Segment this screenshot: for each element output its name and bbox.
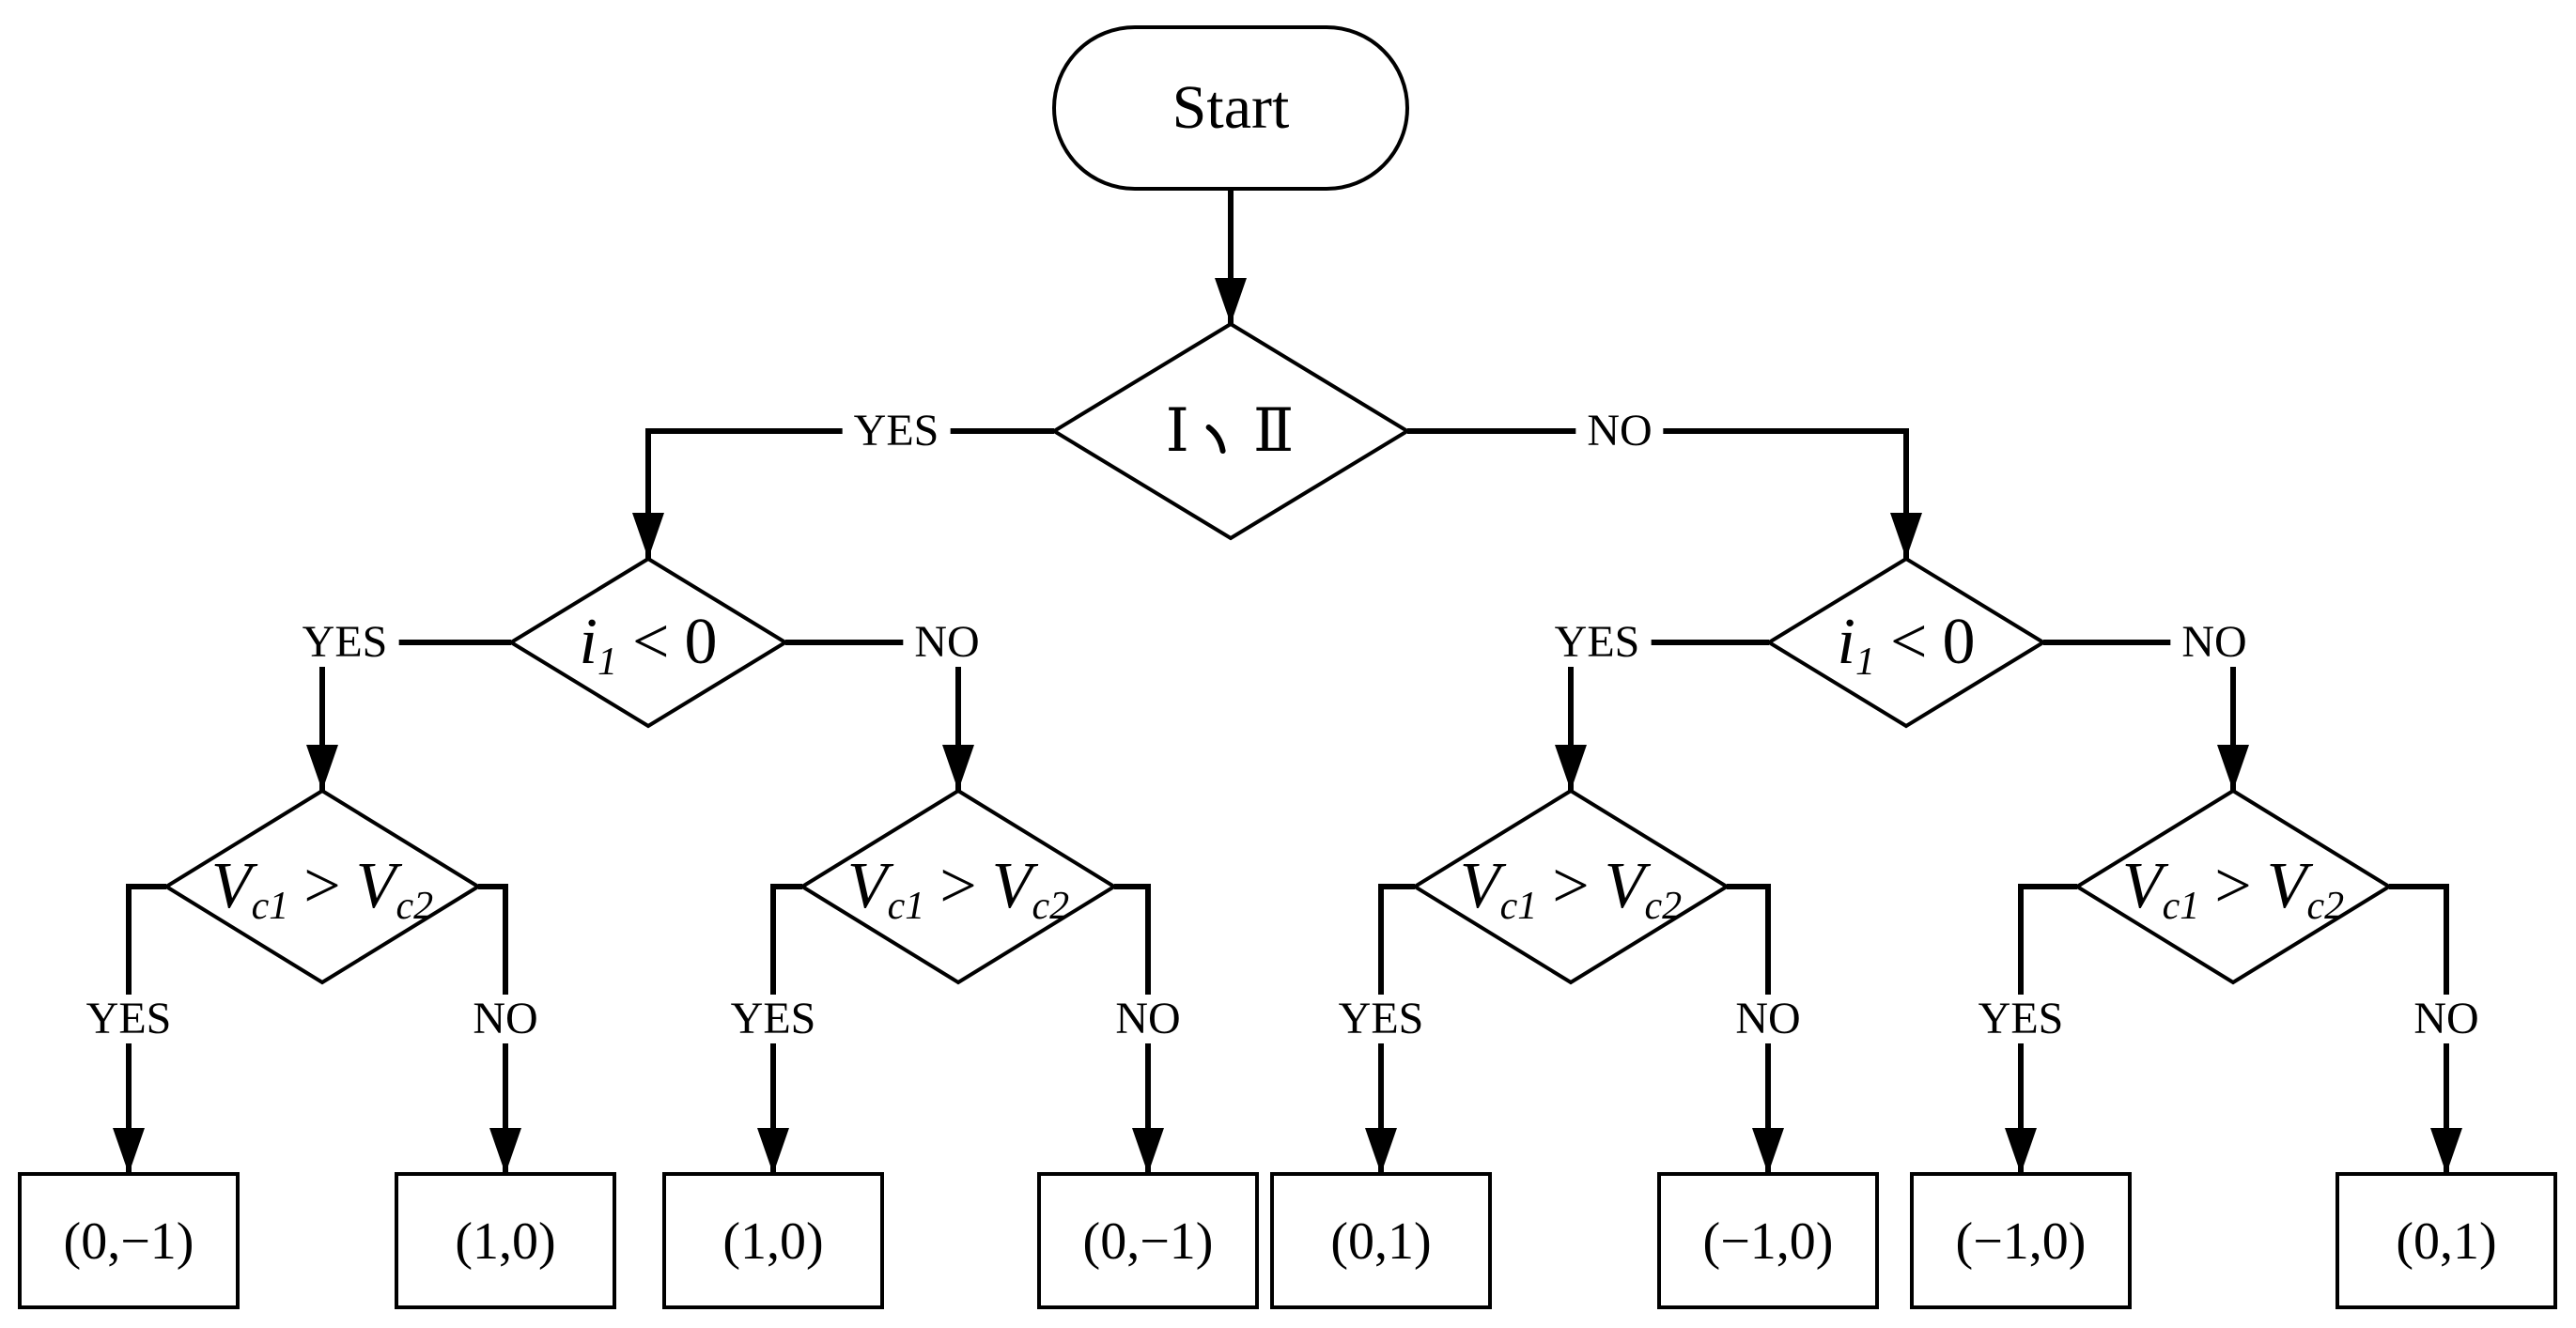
voltage-1-decision-label: Vc1>Vc2 [211,854,433,926]
voltage-subscript-c1: c1 [887,884,925,928]
connector-voltage3-yes [1365,884,1415,1174]
decision-diamond-voltage-1 [163,788,482,985]
decision-diamond-voltage-4 [2073,788,2393,985]
start-label: Start [1172,73,1290,142]
output-label-6: (−1,0) [1702,1212,1834,1271]
current-left-yes-label: YES [290,618,399,667]
decision-diamond-current-left [507,556,789,729]
less-than-operator: < [631,606,670,678]
decision-diamond-voltage-2 [799,788,1118,985]
terminal-box-1 [18,1172,240,1309]
connector-voltage3-no [1727,884,1784,1174]
voltage-4-yes-label: YES [1966,995,2075,1043]
regions-decision-label: Ⅰ、Ⅱ [1166,401,1296,461]
voltage-3-yes-label: YES [1327,995,1435,1043]
zero-value: 0 [1942,606,1976,678]
voltage-3-decision-label: Vc1>Vc2 [1460,854,1682,926]
voltage-symbol: V [355,850,396,922]
output-label-2: (1,0) [455,1212,556,1271]
greater-than-operator: > [939,850,977,922]
voltage-subscript-c2: c2 [1644,884,1683,928]
voltage-subscript-c2: c2 [396,884,434,928]
output-label-4: (0,−1) [1082,1212,1214,1271]
output-label-1: (0,−1) [63,1212,194,1271]
roman-numeral-two: Ⅱ [1252,396,1296,466]
voltage-2-yes-label: YES [719,995,828,1043]
current-right-yes-label: YES [1543,618,1652,667]
voltage-symbol: V [1459,850,1500,922]
less-than-operator: < [1889,606,1928,678]
voltage-subscript-c1: c1 [251,884,289,928]
connector-voltage4-yes [2005,884,2077,1174]
voltage-symbol: V [991,850,1032,922]
greater-than-operator: > [303,850,341,922]
voltage-2-no-label: NO [1104,995,1192,1043]
greater-than-operator: > [2214,850,2252,922]
current-left-no-label: NO [903,618,991,667]
current-right-decision-label: i1<0 [1838,610,1976,682]
voltage-subscript-c2: c2 [1032,884,1070,928]
output-label-5: (0,1) [1330,1212,1432,1271]
voltage-symbol: V [2121,850,2163,922]
connector-voltage4-no [2389,884,2462,1174]
current-right-no-label: NO [2170,618,2258,667]
current-symbol: i [579,606,597,678]
terminal-box-7 [1910,1172,2132,1309]
voltage-symbol: V [846,850,888,922]
current-subscript: 1 [1854,640,1875,684]
connector-regions-no [1407,428,1922,559]
output-label-8: (0,1) [2396,1212,2497,1271]
voltage-1-no-label: NO [461,995,550,1043]
ideographic-comma-icon [1205,425,1226,454]
voltage-4-decision-label: Vc1>Vc2 [2122,854,2344,926]
connector-voltage1-yes [113,884,166,1174]
connector-voltage2-no [1114,884,1164,1174]
voltage-symbol: V [210,850,252,922]
voltage-symbol: V [2266,850,2307,922]
terminal-box-4 [1037,1172,1259,1309]
decision-diamond-voltage-3 [1411,788,1730,985]
greater-than-operator: > [1552,850,1590,922]
decision-diamond-regions [1050,321,1411,541]
terminal-box-6 [1657,1172,1879,1309]
zero-value: 0 [684,606,718,678]
output-label-3: (1,0) [722,1212,824,1271]
output-label-7: (−1,0) [1955,1212,2087,1271]
voltage-1-yes-label: YES [74,995,183,1043]
current-left-decision-label: i1<0 [580,610,718,682]
current-subscript: 1 [597,640,617,684]
terminal-box-3 [662,1172,884,1309]
voltage-3-no-label: NO [1724,995,1812,1043]
voltage-symbol: V [1604,850,1645,922]
terminal-box-2 [395,1172,616,1309]
current-symbol: i [1837,606,1855,678]
connector-voltage1-no [478,884,521,1174]
voltage-subscript-c2: c2 [2306,884,2345,928]
voltage-2-decision-label: Vc1>Vc2 [847,854,1069,926]
regions-yes-label: YES [842,407,951,456]
decision-diamond-current-right [1765,556,2047,729]
roman-numeral-one: Ⅰ [1165,396,1191,466]
voltage-subscript-c1: c1 [1499,884,1538,928]
connector-voltage2-yes [757,884,802,1174]
voltage-4-no-label: NO [2402,995,2491,1043]
regions-no-label: NO [1575,407,1664,456]
terminal-box-5 [1270,1172,1492,1309]
voltage-subscript-c1: c1 [2162,884,2200,928]
terminal-box-8 [2335,1172,2557,1309]
